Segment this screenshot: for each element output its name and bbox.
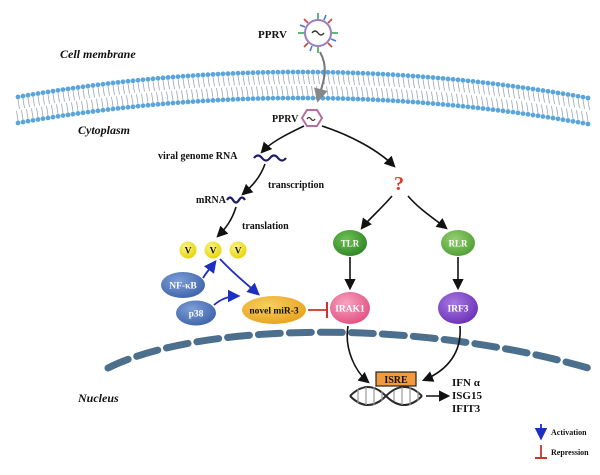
translation-arrow bbox=[216, 206, 237, 238]
svg-text:Activation: Activation bbox=[551, 428, 587, 437]
tlr-node: TLR bbox=[333, 230, 367, 256]
nucleus-label: Nucleus bbox=[77, 391, 119, 405]
virus-entry-arrow bbox=[314, 51, 328, 103]
svg-text:NF-κB: NF-κB bbox=[169, 282, 197, 292]
mrna-icon bbox=[226, 196, 246, 204]
pprv-to-rna-arrow bbox=[260, 125, 305, 154]
svg-text:TLR: TLR bbox=[341, 239, 360, 249]
legend-activation: Activation bbox=[534, 424, 587, 441]
irak1-to-isre-arrow bbox=[346, 325, 370, 384]
nuclear-envelope bbox=[104, 328, 599, 374]
irf3-node: IRF3 bbox=[438, 292, 478, 324]
pprv-capsid-icon bbox=[300, 109, 324, 127]
dna-helix-icon bbox=[349, 386, 423, 406]
p38-node: p38 bbox=[176, 300, 216, 326]
p38-to-mir-activation-arrow bbox=[213, 289, 241, 306]
v-protein-3: V bbox=[229, 241, 247, 259]
svg-text:V: V bbox=[185, 247, 192, 257]
svg-text:Repression: Repression bbox=[551, 448, 589, 457]
gene-isg15: ISG15 bbox=[452, 390, 482, 402]
viral-genome-rna-icon bbox=[253, 154, 287, 162]
irak1-node: IRAK1 bbox=[330, 292, 370, 324]
pprv-to-unknown-arrow bbox=[321, 125, 396, 168]
pprv-cytoplasm-label: PPRV bbox=[272, 114, 299, 125]
svg-text:IRF3: IRF3 bbox=[447, 305, 468, 315]
v-protein-2: V bbox=[204, 241, 222, 259]
mir-to-irak1-repression bbox=[308, 302, 328, 318]
irf3-to-isre-arrow bbox=[421, 325, 461, 382]
svg-text:IRAK1: IRAK1 bbox=[335, 305, 365, 315]
v-to-mir-activation-arrow bbox=[219, 258, 260, 296]
unknown-to-rlr-arrow bbox=[407, 195, 448, 230]
gene-ifn-alpha: IFN α bbox=[452, 377, 481, 389]
legend: Activation Repression bbox=[534, 424, 589, 459]
nfkb-node: NF-κB bbox=[161, 272, 205, 298]
cell-membrane-label: Cell membrane bbox=[60, 47, 136, 61]
cell-membrane bbox=[15, 69, 591, 127]
transcription-arrow bbox=[241, 163, 266, 196]
svg-text:novel miR-3: novel miR-3 bbox=[249, 307, 299, 317]
transcription-label: transcription bbox=[268, 180, 325, 191]
svg-text:ISRE: ISRE bbox=[384, 375, 408, 386]
mrna-label: mRNA bbox=[196, 195, 227, 206]
svg-text:V: V bbox=[210, 247, 217, 257]
novel-mir3-node: novel miR-3 bbox=[242, 296, 306, 324]
v-protein-1: V bbox=[179, 241, 197, 259]
pprv-top-label: PPRV bbox=[258, 29, 287, 41]
cytoplasm-label: Cytoplasm bbox=[78, 123, 130, 137]
unknown-receptor-mark: ? bbox=[394, 173, 404, 195]
svg-text:p38: p38 bbox=[189, 310, 204, 320]
gene-ifit3: IFIT3 bbox=[452, 403, 481, 415]
nfkb-to-v-activation-arrow bbox=[202, 259, 217, 279]
svg-text:RLR: RLR bbox=[448, 239, 468, 249]
rlr-node: RLR bbox=[441, 230, 475, 256]
unknown-to-tlr-arrow bbox=[360, 195, 393, 230]
pprv-virion-icon bbox=[298, 13, 338, 53]
legend-repression: Repression bbox=[535, 445, 589, 459]
viral-genome-rna-label: viral genome RNA bbox=[158, 151, 238, 162]
translation-label: translation bbox=[242, 221, 289, 232]
svg-text:V: V bbox=[235, 247, 242, 257]
isre-box: ISRE bbox=[375, 371, 417, 387]
